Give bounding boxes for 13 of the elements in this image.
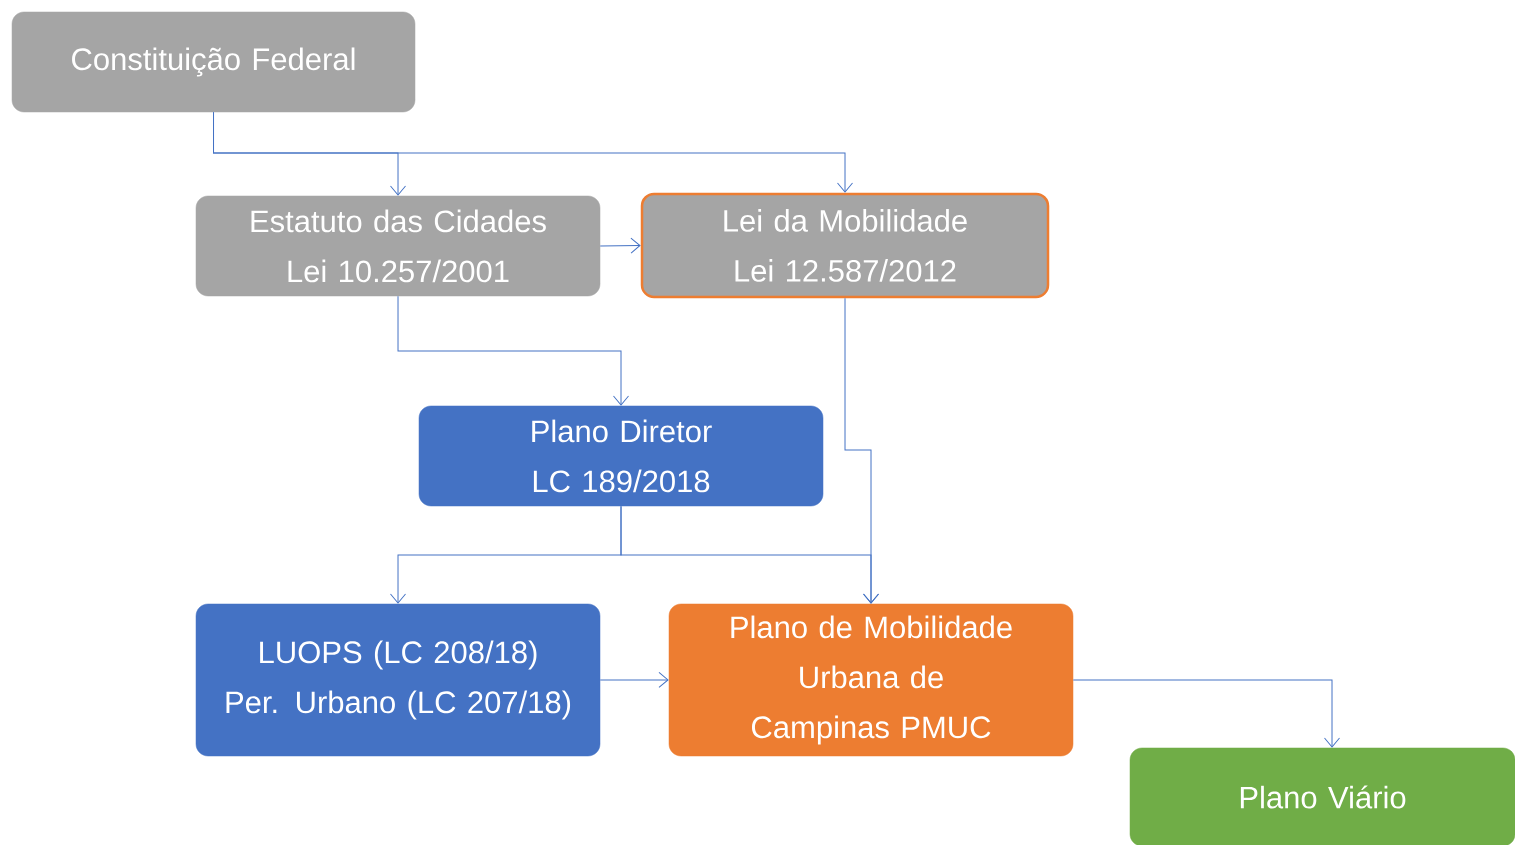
process-box: Estatuto das Cidades Lei 10.257/2001	[195, 195, 601, 297]
arrow	[397, 295, 629, 406]
process-box: LUOPS (LC 208/18) Per. Urbano (LC 207/18)	[195, 603, 601, 757]
arrow	[1072, 679, 1340, 748]
arrow	[213, 111, 853, 193]
process-box: Plano de Mobilidade Urbana de Campinas PMUC	[668, 603, 1074, 757]
process-box: Plano Viário	[1129, 747, 1515, 845]
arrow	[599, 672, 669, 688]
process-box: Lei da Mobilidade Lei 12.587/2012	[640, 192, 1050, 299]
process-box: Constituição Federal	[11, 11, 416, 113]
process-box: Plano Diretor LC 189/2018	[418, 405, 824, 507]
arrow	[620, 505, 879, 604]
arrow	[599, 237, 641, 254]
